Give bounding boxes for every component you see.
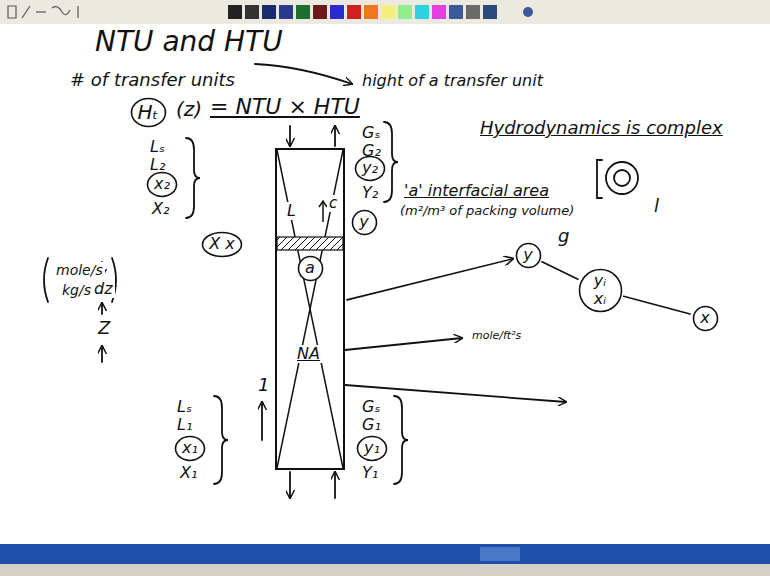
note-label: X₂ [150, 200, 171, 218]
note-label: l [652, 196, 661, 217]
color-swatches [228, 5, 533, 19]
node-text-group: y [523, 246, 532, 264]
node-text-group: y₂ [362, 159, 378, 177]
flow-arrow [334, 472, 336, 498]
circled-term: y₁ [356, 435, 388, 462]
node-text: X x [209, 235, 235, 253]
node-text: yᵢ [594, 272, 606, 290]
status-bar [0, 544, 770, 564]
note-label: # of transfer units [68, 70, 237, 91]
note-label: Y₂ [360, 184, 380, 202]
circled-term: y [515, 242, 542, 269]
brace [384, 122, 398, 202]
packed-column: LcNA a [275, 148, 345, 470]
note-label: g [556, 226, 571, 247]
note-label: Z [96, 318, 112, 339]
connector-line [542, 262, 578, 280]
note-label: Lₛ [175, 398, 194, 416]
connector-line [624, 296, 690, 314]
note-label: (z) [174, 98, 204, 121]
node-text-group: y₁ [364, 439, 380, 457]
note-label: mole/s [54, 262, 105, 278]
note-label: 1 [256, 375, 271, 396]
note-label: = NTU × HTU [208, 94, 362, 119]
node-text: x₂ [154, 175, 170, 193]
column-text: NA [295, 345, 322, 363]
circled-term: x₁ [174, 435, 206, 462]
interface-composition: yᵢxᵢ [578, 268, 623, 313]
bracket [597, 160, 602, 198]
scroll-thumb [480, 547, 520, 561]
node-text-group: x [700, 309, 709, 327]
node-text: y [359, 213, 368, 231]
node-text: y₁ [364, 439, 380, 457]
node-text: x₁ [182, 439, 198, 457]
circled-term: x [692, 305, 719, 332]
circled-term: x₂ [146, 171, 178, 198]
toolbar-icons [8, 6, 78, 18]
column-text: L [285, 202, 298, 220]
node-text-group: yᵢxᵢ [594, 272, 606, 309]
note-label: X₁ [178, 464, 199, 482]
column-text: c [327, 195, 339, 212]
flow-arrow [334, 126, 336, 146]
node-text-group: Hₜ [138, 101, 159, 124]
note-label: Y₁ [360, 464, 380, 482]
note-label: dz [92, 280, 115, 298]
connector-line [347, 259, 513, 300]
brace [394, 396, 408, 484]
note-label: L₁ [175, 416, 194, 434]
brace [186, 138, 200, 218]
leader-arrow [255, 64, 352, 84]
note-label: Hydrodynamics is complex [478, 118, 725, 139]
brace [214, 396, 228, 484]
note-label: hight of a transfer unit [360, 72, 545, 90]
toolbar [0, 0, 770, 24]
note-label: (m²/m³ of packing volume) [398, 204, 576, 219]
circled-term: X x [201, 231, 243, 258]
node-text: a [305, 259, 315, 277]
circled-term: y₂ [354, 155, 386, 182]
node-text: x [700, 309, 709, 327]
flow-arrow [289, 126, 291, 146]
title-heading: NTU and HTU [95, 26, 283, 58]
circled-term: Hₜ [130, 97, 167, 128]
note-label: kg/s [60, 282, 93, 298]
node-text: Hₜ [138, 101, 159, 124]
note-label: Lₛ [148, 138, 167, 156]
note-label: Gₛ [360, 398, 382, 416]
parenthesis [44, 258, 48, 302]
node-text-group: x₂ [154, 175, 170, 193]
note-label: Gₛ [360, 124, 382, 142]
circled-term: y [351, 209, 378, 236]
node-text: y [523, 246, 532, 264]
note-label: G₁ [360, 416, 383, 434]
node-text-group: y [359, 213, 368, 231]
dimension-arrow [261, 402, 263, 440]
droplet-sketch [614, 170, 630, 186]
node-text: xᵢ [594, 290, 606, 308]
leader-arrow [345, 338, 462, 350]
circled-term: a [297, 255, 324, 282]
dimension-arrow [101, 303, 103, 314]
node-text: y₂ [362, 159, 378, 177]
flow-arrow [289, 472, 291, 498]
dimension-arrow [101, 346, 103, 362]
window-frame [0, 564, 770, 576]
node-text-group: a [305, 259, 315, 277]
node-text-group: x₁ [182, 439, 198, 457]
note-label: 'a' interfacial area [402, 182, 551, 200]
note-label: mole/ft²s [470, 330, 523, 343]
droplet-sketch [606, 162, 638, 194]
node-text-group: X x [209, 235, 235, 253]
